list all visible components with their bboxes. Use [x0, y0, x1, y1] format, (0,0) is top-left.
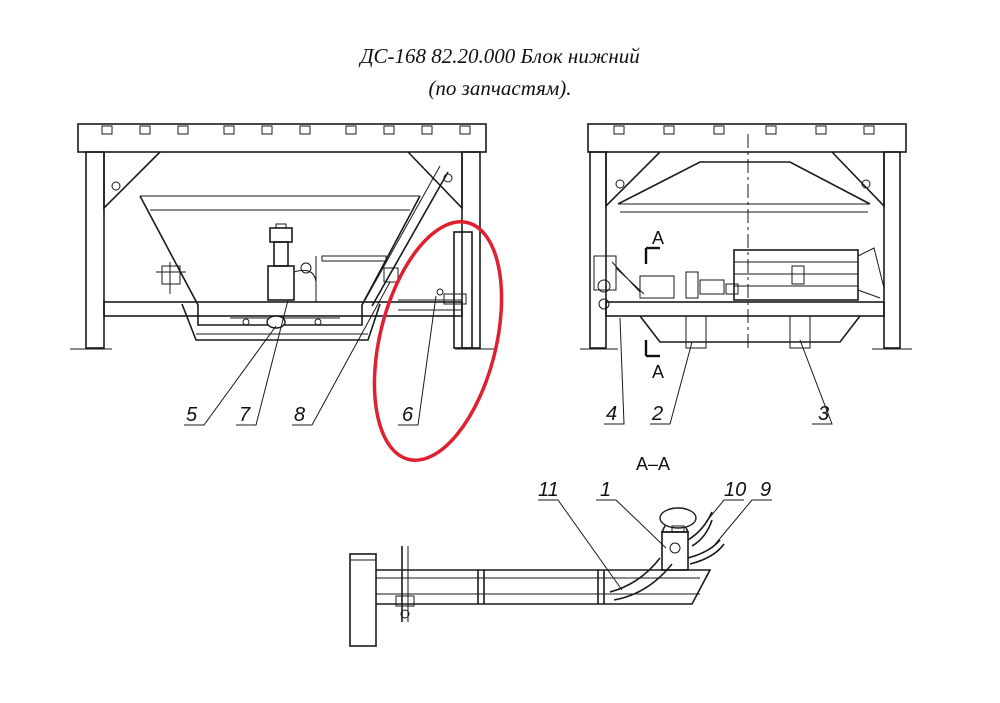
callout-9: 9: [760, 479, 771, 501]
highlight-circle: [372, 220, 504, 462]
front-view: 5 7 8 6: [70, 123, 495, 426]
title-line-1: ДС-168 82.20.000 Блок нижний: [360, 44, 640, 68]
callout-5: 5: [186, 404, 198, 426]
callout-3: 3: [818, 403, 829, 425]
callout-1: 1: [600, 479, 611, 501]
section-cut-label-top: А: [652, 228, 664, 248]
callout-10: 10: [724, 479, 746, 501]
callout-2: 2: [651, 403, 663, 425]
callout-4: 4: [606, 403, 617, 425]
side-view: А А 4 2 3: [580, 123, 912, 425]
section-cut-label-bottom: А: [652, 362, 664, 382]
drawing-title: ДС-168 82.20.000 Блок нижний (по запчаст…: [0, 40, 1000, 104]
callout-7: 7: [239, 404, 251, 426]
callout-8: 8: [294, 404, 305, 426]
section-view-title: А–А: [636, 454, 670, 474]
title-line-2: (по запчастям).: [428, 76, 572, 100]
callout-11: 11: [538, 479, 559, 501]
section-view: А–А 11 1 10: [349, 454, 772, 647]
callout-6: 6: [402, 404, 414, 426]
